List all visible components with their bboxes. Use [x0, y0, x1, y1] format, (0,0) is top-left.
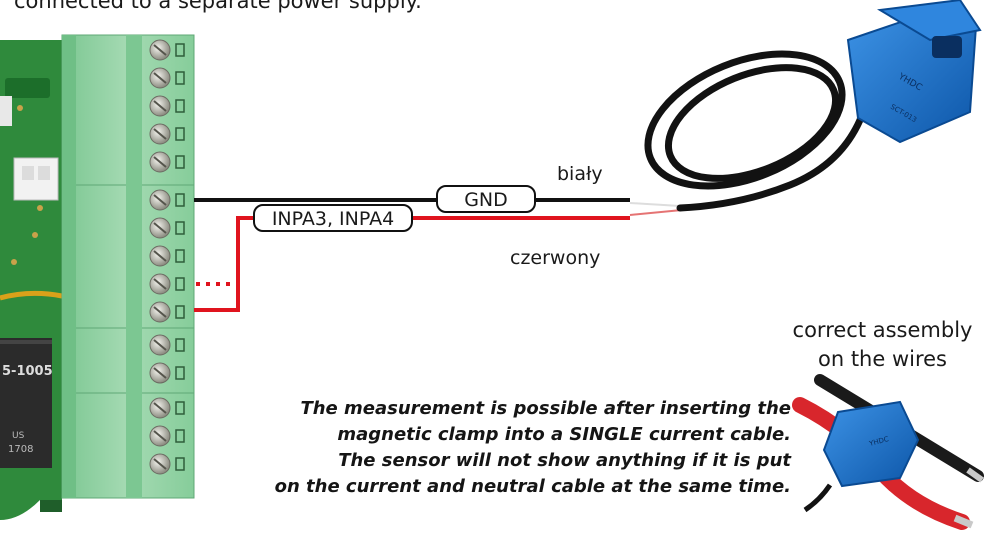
wire-strand-red — [629, 209, 683, 216]
terminal-slot — [175, 193, 185, 207]
relay-listing-mark: US — [12, 431, 25, 441]
assembly-caption-line1: correct assembly — [792, 318, 973, 342]
top-note: connected to a separate power supply. — [14, 0, 422, 13]
terminal-slot — [175, 249, 185, 263]
warning-line-3: The sensor will not show anything if it … — [338, 450, 791, 471]
white-connector — [13, 157, 59, 201]
warning-line-4: on the current and neutral cable at the … — [274, 476, 791, 497]
relay — [0, 338, 52, 468]
terminal-slot — [175, 99, 185, 113]
terminal-blocks — [61, 34, 195, 499]
gnd-label-box — [436, 185, 536, 213]
relay-date-code: 1708 — [8, 444, 33, 455]
terminal-slot — [175, 43, 185, 57]
relay-part-number: 5-1005 — [2, 364, 53, 379]
terminal-slot — [175, 277, 185, 291]
assembly-caption: correct assembly on the wires — [780, 316, 985, 374]
warning-line-2: magnetic clamp into a SINGLE current cab… — [337, 424, 791, 445]
terminal-slot — [175, 127, 185, 141]
input-label: INPA3, INPA4 — [272, 208, 394, 230]
assembly-detail: YHDC — [792, 374, 984, 530]
wire-strand-white — [629, 202, 681, 207]
terminal-slot — [175, 366, 185, 380]
signal-wire — [194, 216, 630, 312]
terminal-slot — [175, 305, 185, 319]
terminal-slot — [175, 155, 185, 169]
red-wire-name: czerwony — [510, 247, 601, 269]
warning-note: The measurement is possible after insert… — [275, 396, 791, 500]
white-wire-name: biały — [557, 163, 603, 185]
terminal-slot — [175, 429, 185, 443]
input-label-box — [253, 204, 413, 232]
terminal-slot — [175, 71, 185, 85]
terminal-slot — [175, 401, 185, 415]
gnd-label: GND — [464, 189, 508, 211]
warning-line-1: The measurement is possible after insert… — [300, 398, 791, 419]
yellow-wire — [0, 290, 63, 301]
terminal-slot — [175, 338, 185, 352]
terminal-slot — [175, 221, 185, 235]
sensor-cable — [644, 50, 877, 212]
terminal-slot — [175, 457, 185, 471]
assembly-caption-line2: on the wires — [817, 347, 947, 371]
pcb-board — [0, 40, 63, 520]
current-sensor: YHDC SCT-013 — [846, 0, 982, 144]
terminal-screws — [149, 39, 185, 475]
